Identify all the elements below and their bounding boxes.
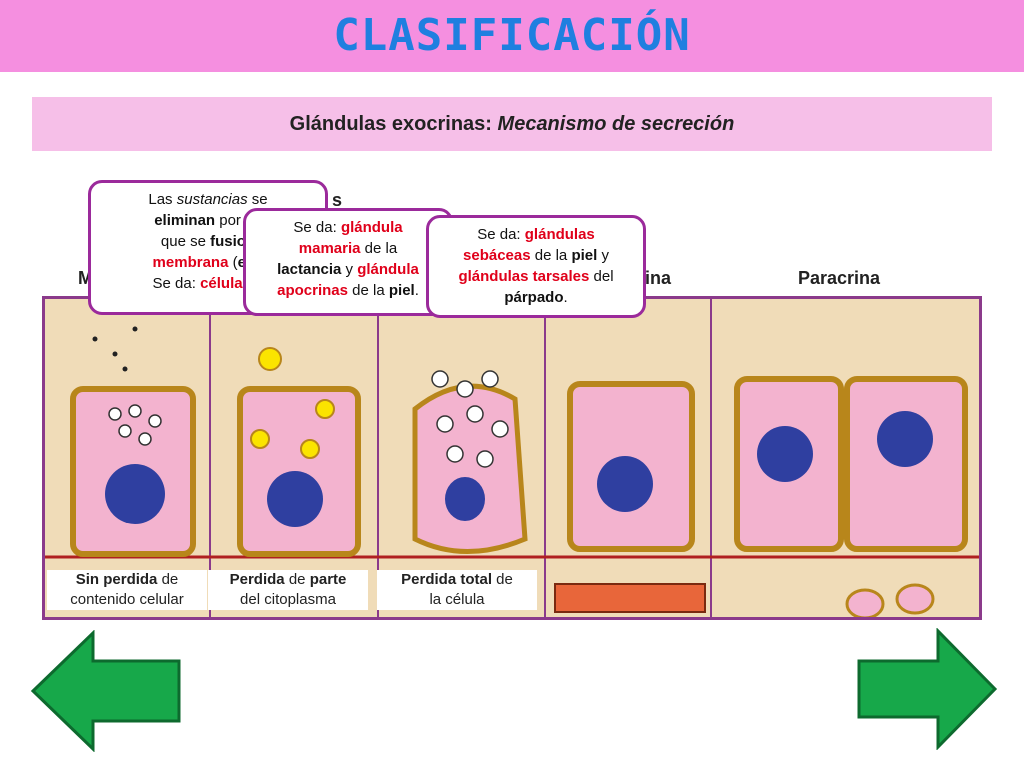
endocrine-cell	[554, 381, 706, 613]
b3-text: glándulas	[524, 226, 595, 243]
holocrine-cell	[412, 370, 528, 554]
paracrine-cells	[734, 376, 968, 620]
b3-text: piel	[571, 247, 598, 264]
caption-merocrina-line2: contenido celular	[70, 591, 184, 608]
subtitle-italic: Mecanismo de secreción	[497, 113, 735, 135]
b2-text: .	[414, 282, 419, 299]
b2-text: glándula	[340, 219, 403, 236]
caption-holocrina-bold: Perdida total	[401, 571, 492, 588]
caption-apocrina: Perdida de parte del citoplasma	[208, 570, 368, 610]
b1-text: Se da:	[152, 275, 201, 292]
apocrine-cell	[237, 347, 361, 557]
b2-text: Se da:	[293, 219, 341, 236]
b2-text: piel	[388, 282, 415, 299]
subtitle: Glándulas exocrinas: Mecanismo de secrec…	[32, 113, 992, 136]
b1-text: eliminan	[154, 212, 216, 229]
caption-holocrina: Perdida total de la célula	[377, 570, 537, 610]
column-label-holocrina: ina	[645, 268, 672, 288]
b1-text-italic: sustancias	[176, 191, 248, 208]
callout-holocrina: Se da: glándulas sebáceas de la piel y g…	[426, 215, 646, 318]
b1-text: Las	[148, 191, 177, 208]
subtitle-main: Glándulas exocrinas:	[289, 113, 492, 135]
b3-text: de la	[530, 247, 572, 264]
caption-apocrina-line2: del citoplasma	[240, 591, 336, 608]
header-bar	[0, 0, 1024, 72]
b2-text: y	[341, 261, 358, 278]
b3-text: párpado	[504, 289, 564, 306]
b2-text: mamaria	[298, 240, 361, 257]
column-label-fragment: s	[332, 190, 343, 210]
b1-text: membrana	[152, 254, 229, 271]
column-label-paracrina: Paracrina	[798, 268, 881, 288]
callout-apocrina: Se da: glándula mamaria de la lactancia …	[243, 208, 453, 316]
caption-holocrina-line2: la célula	[429, 591, 485, 608]
caption-merocrina: Sin perdida de contenido celular	[47, 570, 207, 610]
caption-merocrina-rest: de	[157, 571, 179, 588]
b2-text: de la	[360, 240, 398, 257]
b1-text: (	[228, 254, 238, 271]
page-title: CLASIFICACIÓN	[333, 10, 691, 61]
b3-text: .	[563, 289, 568, 306]
b1-text: por	[215, 212, 246, 229]
b3-text: del	[589, 268, 614, 285]
arrow-right-icon[interactable]	[856, 628, 998, 750]
b3-text: sebáceas	[463, 247, 531, 264]
b1-text: se	[247, 191, 268, 208]
b1-text: que se	[160, 233, 211, 250]
caption-apocrina-bold1: Perdida	[229, 571, 285, 588]
b3-text: Se da:	[477, 226, 525, 243]
arrow-left-icon[interactable]	[30, 630, 182, 752]
caption-apocrina-mid: de	[284, 571, 310, 588]
subtitle-bar	[32, 97, 992, 151]
cells-illustration	[45, 299, 979, 620]
b2-text: de la	[347, 282, 389, 299]
caption-apocrina-bold2: parte	[309, 571, 347, 588]
b2-text: lactancia	[277, 261, 342, 278]
b2-text: glándula	[357, 261, 419, 278]
caption-merocrina-bold: Sin perdida	[75, 571, 158, 588]
b3-text: y	[597, 247, 609, 264]
b3-text: glándulas tarsales	[458, 268, 590, 285]
caption-holocrina-rest: de	[492, 571, 513, 588]
merocrine-cell	[70, 326, 196, 557]
b2-text: apocrinas	[277, 282, 348, 299]
